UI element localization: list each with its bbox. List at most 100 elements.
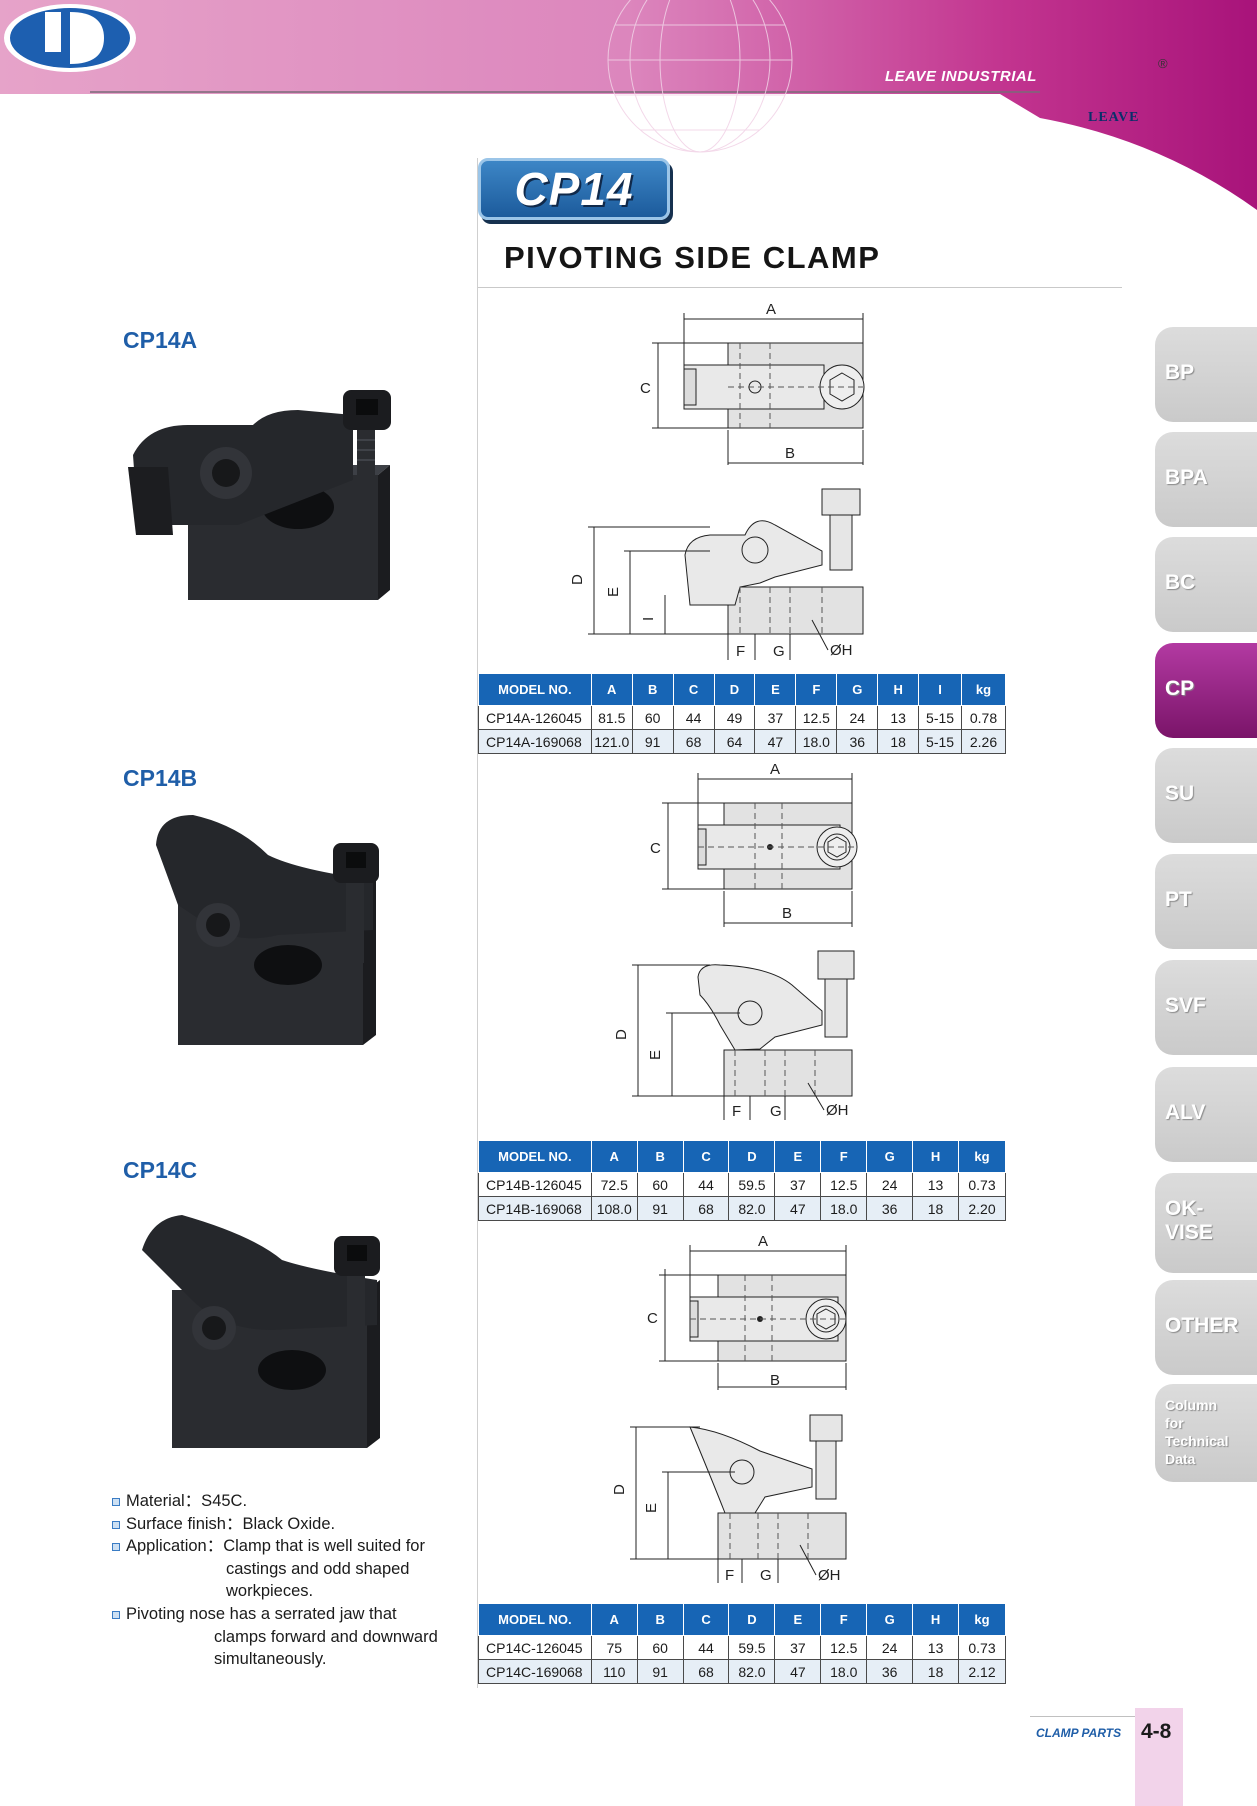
table-cell: 44 [672, 705, 715, 730]
side-tab-pt[interactable]: PT [1155, 854, 1257, 949]
dim-label-f: F [736, 643, 745, 660]
table-cell: 72.5 [590, 1172, 638, 1197]
table-cell: 18.0 [820, 1196, 868, 1221]
note-line: workpieces. [226, 1582, 314, 1601]
table-cell: 47 [774, 1196, 822, 1221]
side-tab-svf[interactable]: SVF [1155, 960, 1257, 1055]
model-number-cell: CP14B-126045 [478, 1172, 592, 1197]
table-header-cell: H [912, 1140, 959, 1173]
note-line: Material：S45C. [126, 1492, 248, 1510]
table-header-cell: D [728, 1140, 776, 1173]
drawing-cp14b-side: D E F G ØH [613, 950, 855, 1120]
note-pivoting-nose: Pivoting nose has a serrated jaw that cl… [112, 1603, 452, 1671]
dim-label-g: G [760, 1567, 772, 1584]
side-tab-su[interactable]: SU [1155, 748, 1257, 843]
table-cell: 36 [866, 1196, 914, 1221]
dim-label-f: F [725, 1567, 734, 1584]
side-tab-label: BP [1165, 361, 1195, 384]
drawing-cp14a-top: A B C [640, 301, 865, 465]
product-label-cp14a: CP14A [123, 327, 198, 353]
dim-label-b: B [782, 905, 792, 922]
table-cell: 110 [590, 1659, 638, 1684]
side-tab-label-line: for [1165, 1415, 1184, 1431]
table-cell: 75 [590, 1635, 638, 1660]
table-cell: 60 [636, 1635, 684, 1660]
side-tab-other[interactable]: OTHER [1155, 1280, 1257, 1375]
side-tab-technical-data[interactable]: Column for Technical Data [1155, 1384, 1257, 1482]
side-tab-alv[interactable]: ALV [1155, 1067, 1257, 1162]
page-number: 4-8 [1141, 1720, 1172, 1743]
side-tab-label-line: Technical [1165, 1433, 1229, 1449]
table-cell: 91 [631, 729, 674, 754]
table-cell: 0.73 [957, 1172, 1007, 1197]
table-header-cell: G [836, 673, 879, 706]
registered-mark: ® [1158, 56, 1168, 71]
table-header-cell: D [728, 1603, 776, 1636]
dim-label-h: ØH [818, 1567, 841, 1584]
side-tab-label: SU [1165, 782, 1195, 805]
table-cell: 12.5 [820, 1635, 868, 1660]
table-cell: 5-15 [918, 729, 963, 754]
table-cell: 82.0 [728, 1659, 776, 1684]
dim-label-d: D [611, 1484, 628, 1495]
table-header-cell: MODEL NO. [478, 673, 592, 706]
table-header-cell: F [795, 673, 838, 706]
table-cell: 82.0 [728, 1196, 776, 1221]
table-cell: 108.0 [590, 1196, 638, 1221]
product-label-cp14b: CP14B [123, 765, 198, 791]
model-number-cell: CP14C-169068 [478, 1659, 592, 1684]
product-photo-cp14a [128, 390, 391, 600]
table-cell: 0.78 [961, 705, 1006, 730]
side-tab-bc[interactable]: BC [1155, 537, 1257, 632]
drawing-cp14c-side: D E F G ØH [611, 1414, 847, 1584]
title-divider [478, 287, 1122, 288]
table-header-cell: B [636, 1603, 684, 1636]
model-number-cell: CP14C-126045 [478, 1635, 592, 1660]
table-cell: 60 [636, 1172, 684, 1197]
table-cell: 18 [912, 1196, 959, 1221]
table-header-cell: MODEL NO. [478, 1140, 592, 1173]
table-cell: 18.0 [820, 1659, 868, 1684]
table-cell: 24 [866, 1172, 914, 1197]
note-material: Material：S45C. [112, 1490, 452, 1513]
side-tab-label-line: VISE [1165, 1221, 1213, 1244]
column-divider [477, 158, 478, 1688]
side-tab-bp[interactable]: BP [1155, 327, 1257, 422]
company-logo [4, 4, 136, 72]
note-line: Surface finish：Black Oxide. [126, 1514, 336, 1533]
note-line: simultaneously. [214, 1650, 327, 1669]
table-header-cell: F [820, 1603, 868, 1636]
model-number-cell: CP14A-169068 [478, 729, 592, 754]
table-cell: 37 [774, 1172, 822, 1197]
product-code: CP14 [514, 163, 634, 215]
table-cell: 2.26 [961, 729, 1006, 754]
side-tab-label: PT [1165, 888, 1192, 911]
dim-label-c: C [650, 840, 661, 857]
table-header-cell: kg [958, 1603, 1006, 1636]
table-cell: 91 [636, 1196, 684, 1221]
side-tab-label: OTHER [1165, 1314, 1239, 1337]
side-tab-ok-vise[interactable]: OK- VISE [1155, 1173, 1257, 1273]
company-name: LEAVE INDUSTRIAL [885, 68, 1037, 85]
dim-label-a: A [770, 761, 780, 778]
dim-label-a: A [758, 1233, 768, 1250]
table-header-cell: C [672, 673, 715, 706]
dim-label-d: D [613, 1029, 630, 1040]
table-header-cell: E [754, 673, 797, 706]
dim-label-d: D [569, 574, 586, 585]
table-cell: 5-15 [918, 705, 963, 730]
table-cell: 64 [713, 729, 756, 754]
table-cell: 13 [912, 1635, 960, 1660]
note-application: Application：Clamp that is well suited fo… [112, 1535, 452, 1603]
side-tab-bpa[interactable]: BPA [1155, 432, 1257, 527]
dim-label-b: B [770, 1372, 780, 1389]
side-tab-cp[interactable]: CP [1155, 643, 1257, 738]
logo-text: LEAVE [1088, 110, 1140, 125]
